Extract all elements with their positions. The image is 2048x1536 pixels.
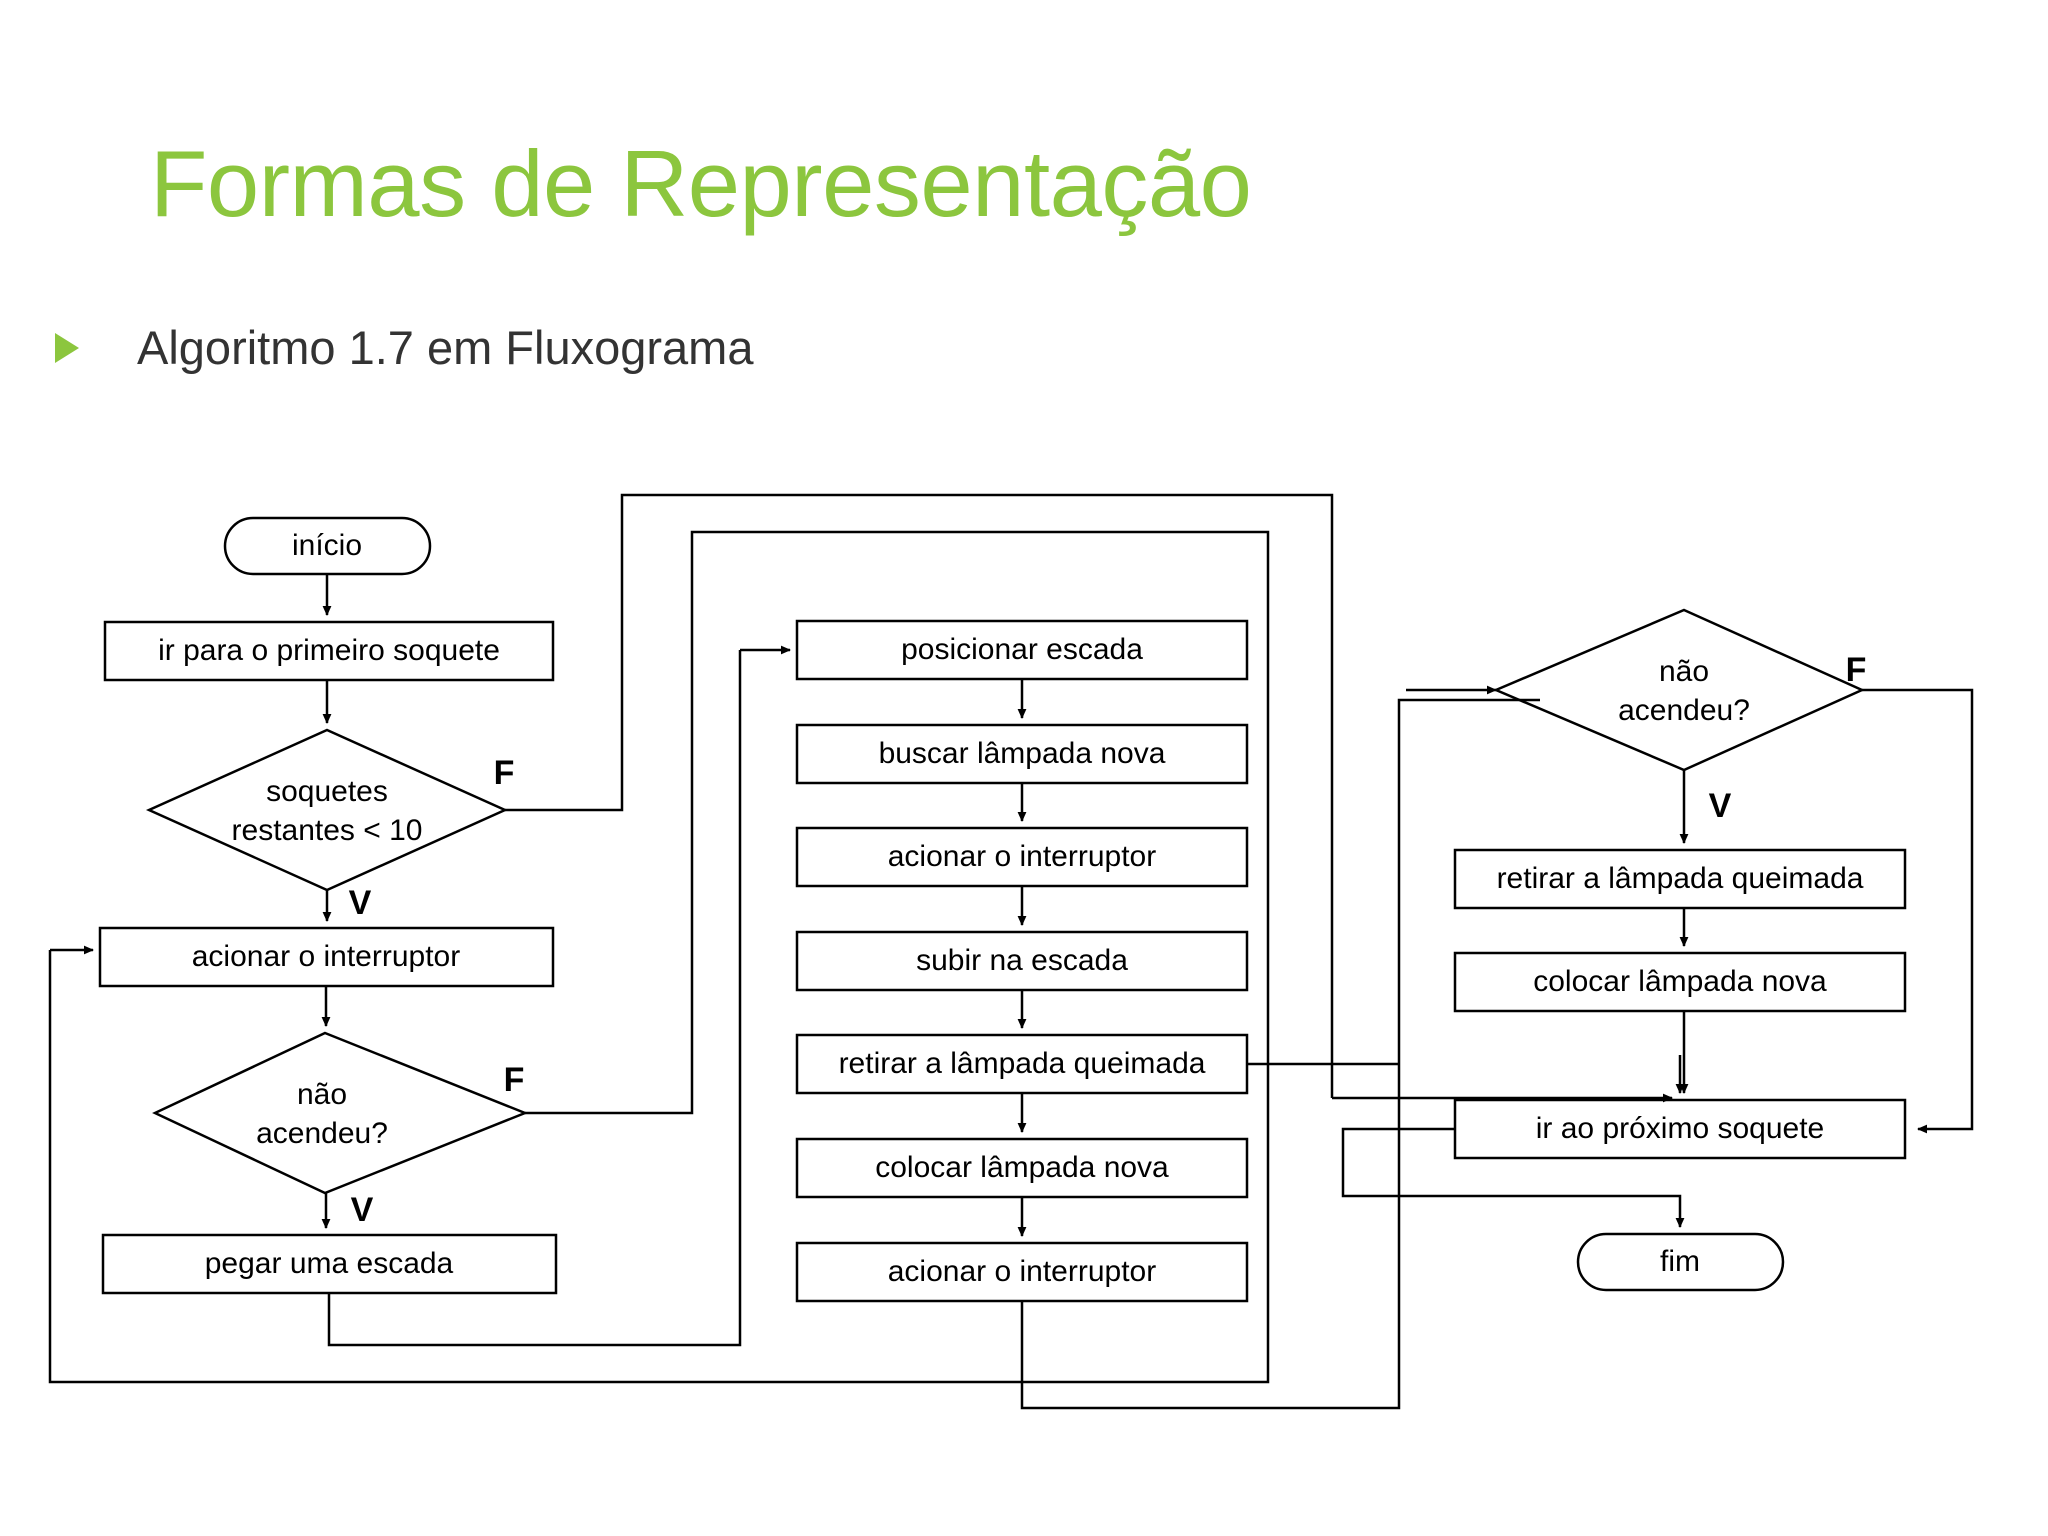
node-d1: soquetes restantes < 10 — [145, 728, 509, 892]
node-d2-label-2: acendeu? — [256, 1117, 388, 1150]
node-d1-label-1: soquetes — [266, 775, 388, 808]
node-m3-label: acionar o interruptor — [888, 840, 1156, 873]
node-r2-label: colocar lâmpada nova — [1533, 965, 1827, 998]
node-m5: retirar a lâmpada queimada — [795, 1033, 1249, 1095]
node-d2: não acendeu? — [152, 1031, 529, 1195]
node-m1-label: posicionar escada — [901, 633, 1143, 666]
edge-d2-false-route — [525, 530, 1270, 1128]
edge-n3-to-m1-route — [327, 650, 742, 1347]
node-m6-label: colocar lâmpada nova — [875, 1151, 1169, 1184]
node-m5-label: retirar a lâmpada queimada — [839, 1047, 1206, 1080]
edge-d1-false-route — [505, 493, 1334, 1098]
edge-m5-vert-to-d3 — [1397, 698, 1540, 1064]
node-m7: acionar o interruptor — [795, 1241, 1249, 1303]
node-m2: buscar lâmpada nova — [795, 723, 1249, 785]
node-r3-label: ir ao próximo soquete — [1536, 1112, 1825, 1145]
node-m2-label: buscar lâmpada nova — [879, 737, 1166, 770]
branch-label-d2-false: F — [504, 1061, 525, 1099]
triangle-right-icon — [55, 332, 79, 363]
node-d3: não acendeu? — [1492, 608, 1866, 772]
node-start-label: início — [292, 529, 362, 562]
bullet-text: Algoritmo 1.7 em Fluxograma — [137, 321, 754, 374]
edge-d3-false-route — [1862, 688, 1974, 1134]
node-d2-label-1: não — [297, 1078, 347, 1111]
branch-label-d1-true: V — [349, 884, 372, 922]
node-m4-label: subir na escada — [916, 944, 1128, 977]
node-end-label: fim — [1660, 1245, 1700, 1278]
node-r1-label: retirar a lâmpada queimada — [1497, 862, 1864, 895]
node-m4: subir na escada — [795, 930, 1249, 992]
node-m7-label: acionar o interruptor — [888, 1255, 1156, 1288]
branch-label-d3-true: V — [1709, 787, 1732, 825]
node-end: fim — [1576, 1232, 1785, 1292]
node-r1: retirar a lâmpada queimada — [1453, 848, 1907, 910]
edge-r3-back-to-n2-route — [48, 950, 1270, 1384]
node-n2: acionar o interruptor — [98, 926, 555, 988]
node-r2: colocar lâmpada nova — [1453, 951, 1907, 1013]
node-n2-label: acionar o interruptor — [192, 940, 460, 973]
node-m6: colocar lâmpada nova — [795, 1137, 1249, 1199]
node-n1-label: ir para o primeiro soquete — [158, 634, 500, 667]
node-d3-label-1: não — [1659, 655, 1709, 688]
node-n3: pegar uma escada — [101, 1233, 558, 1295]
branch-label-d1-false: F — [494, 754, 515, 792]
branch-label-d2-true: V — [351, 1191, 374, 1229]
node-start: início — [223, 516, 432, 576]
node-d1-label-2: restantes < 10 — [232, 814, 423, 847]
node-n1: ir para o primeiro soquete — [103, 620, 555, 682]
edge-m7-to-d3 — [1020, 1064, 1401, 1410]
node-m1: posicionar escada — [795, 619, 1249, 681]
bullet-row: Algoritmo 1.7 em Fluxograma — [55, 320, 753, 375]
node-d3-label-2: acendeu? — [1618, 694, 1750, 727]
edge-r3-to-end — [1341, 1127, 1685, 1228]
node-m3: acionar o interruptor — [795, 826, 1249, 888]
node-n3-label: pegar uma escada — [205, 1247, 454, 1280]
branch-label-d3-false: F — [1846, 651, 1867, 689]
page-title: Formas de Representação — [150, 131, 1252, 236]
node-r3: ir ao próximo soquete — [1453, 1098, 1907, 1160]
